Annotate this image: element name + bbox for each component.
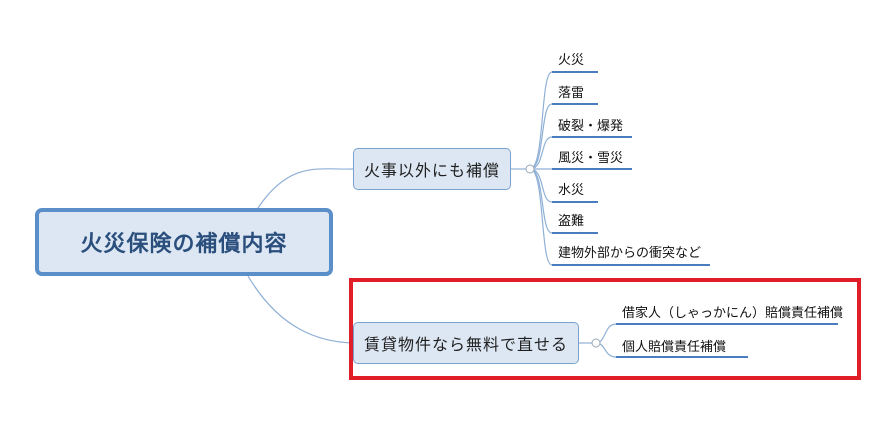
link-branch1-leaf bbox=[529, 71, 553, 170]
leaf-collision[interactable]: 建物外部からの衝突など bbox=[558, 246, 702, 261]
collapse-toggle-branch1[interactable] bbox=[525, 164, 535, 174]
leaf-theft[interactable]: 盗難 bbox=[558, 214, 585, 229]
leaf-lightning[interactable]: 落雷 bbox=[558, 86, 585, 101]
leaf-personal-liability[interactable]: 個人賠償責任補償 bbox=[622, 340, 727, 355]
root-label: 火災保険の補償内容 bbox=[80, 232, 288, 257]
branch-node-rental-repair[interactable]: 賃貸物件なら無料で直せる bbox=[353, 322, 579, 364]
link-branch1-leaf bbox=[529, 168, 553, 266]
branch-label: 火事以外にも補償 bbox=[363, 161, 500, 180]
leaf-flood[interactable]: 水災 bbox=[558, 183, 585, 198]
link-root-branch2 bbox=[247, 275, 354, 344]
root-node[interactable]: 火災保険の補償内容 bbox=[35, 208, 333, 276]
link-root-branch1 bbox=[257, 168, 354, 209]
highlight-box bbox=[349, 278, 861, 380]
leaf-fire[interactable]: 火災 bbox=[558, 53, 585, 68]
leaf-tenant-liability[interactable]: 借家人（しゃっかにん）賠償責任補償 bbox=[622, 306, 844, 321]
branch-node-other-damage[interactable]: 火事以外にも補償 bbox=[353, 148, 511, 190]
leaf-wind-snow[interactable]: 風災・雪災 bbox=[558, 151, 624, 166]
collapse-toggle-branch2[interactable] bbox=[591, 338, 601, 348]
branch-label: 賃貸物件なら無料で直せる bbox=[363, 335, 568, 354]
leaf-explosion[interactable]: 破裂・爆発 bbox=[558, 119, 624, 134]
